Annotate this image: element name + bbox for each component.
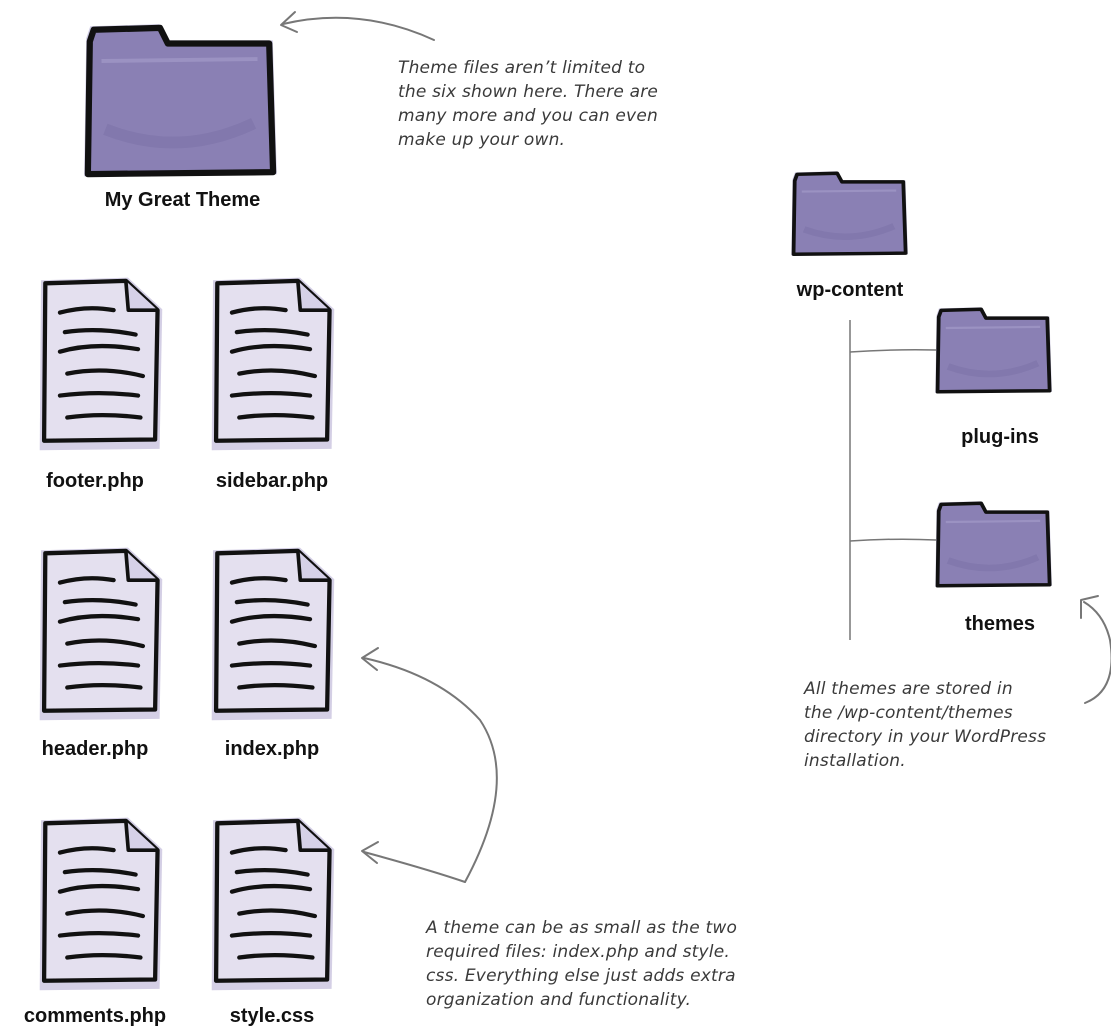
annotation-line: directory in your WordPress (804, 727, 1047, 747)
comments-php-document-icon (40, 818, 163, 991)
annotation-minimal-theme: A theme can be as small as the two requi… (426, 916, 816, 1012)
arrow-to-theme-folder (282, 16, 435, 41)
theme-folder-icon (84, 24, 277, 176)
file-label-sidebar: sidebar.php (215, 470, 329, 492)
file-label-style: style.css (229, 1005, 315, 1027)
annotation-themes-directory: All themes are stored in the /wp-content… (804, 677, 1104, 773)
header-php-document-icon (40, 548, 163, 721)
tree-connectors (849, 320, 937, 640)
annotation-arrows (280, 11, 1111, 883)
file-label-comments: comments.php (23, 1005, 167, 1027)
tree-child-label-themes: themes (964, 613, 1036, 635)
plug-ins-folder-icon (935, 307, 1052, 393)
annotation-line: many more and you can even (398, 106, 658, 126)
index-php-document-icon (212, 548, 335, 721)
file-label-index: index.php (224, 738, 320, 760)
annotation-line: the /wp-content/themes (804, 703, 1013, 723)
annotation-line: A theme can be as small as the two (426, 918, 738, 938)
wp-content-folder-icon (791, 171, 908, 255)
footer-php-document-icon (40, 278, 163, 451)
annotation-line: All themes are stored in (804, 679, 1013, 699)
arrow-to-themes-folder (1083, 601, 1111, 704)
annotation-line: make up your own. (398, 130, 566, 150)
arrow-to-required-files (363, 657, 498, 883)
themes-folder-icon (935, 501, 1052, 587)
annotation-line: the six shown here. There are (398, 82, 659, 102)
annotation-line: installation. (804, 751, 906, 771)
tree-child-label-plug-ins: plug-ins (961, 426, 1039, 448)
annotation-line: Theme files aren’t limited to (398, 58, 646, 78)
annotation-theme-files: Theme files aren’t limited to the six sh… (398, 56, 728, 152)
sidebar-php-document-icon (212, 278, 335, 451)
tree-root-label: wp-content (796, 279, 904, 301)
file-label-footer: footer.php (46, 470, 144, 492)
annotation-line: organization and functionality. (426, 990, 692, 1010)
annotation-line: css. Everything else just adds extra (426, 966, 736, 986)
style-css-document-icon (212, 818, 335, 991)
theme-folder-label: My Great Theme (104, 189, 261, 211)
file-label-header: header.php (41, 738, 149, 760)
annotation-line: required files: index.php and style. (426, 942, 730, 962)
